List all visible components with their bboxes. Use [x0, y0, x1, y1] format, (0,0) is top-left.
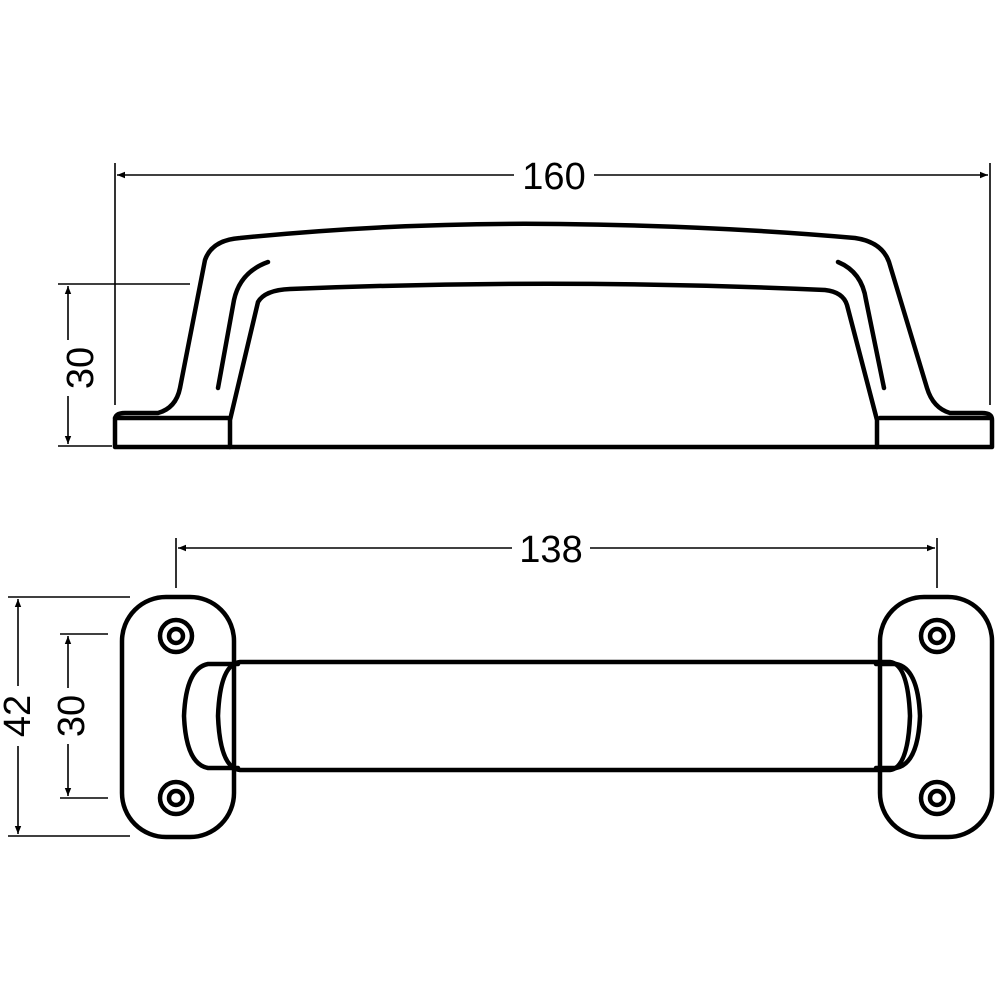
handle-side-inner [227, 281, 880, 450]
dim-138-label: 138 [519, 529, 582, 571]
left-base-plate [119, 594, 237, 840]
hole-top-left [157, 617, 195, 655]
top-view: 138 42 30 [0, 529, 995, 840]
grip-bar [215, 659, 913, 773]
dim-30s-label: 30 [60, 347, 102, 389]
dim-30t-label: 30 [51, 695, 93, 737]
handle-side-outline [112, 221, 995, 450]
dim-160-label: 160 [522, 156, 585, 198]
left-grip-stub [181, 661, 241, 771]
side-view: 160 30 [58, 156, 995, 450]
right-grip-stub [873, 661, 923, 771]
right-highlight [835, 259, 887, 391]
left-highlight [215, 259, 271, 391]
right-base-plate [877, 594, 995, 840]
hole-bottom-right [918, 779, 956, 817]
hole-bottom-left [157, 779, 195, 817]
hole-top-right [918, 617, 956, 655]
dim-42-label: 42 [0, 695, 39, 737]
